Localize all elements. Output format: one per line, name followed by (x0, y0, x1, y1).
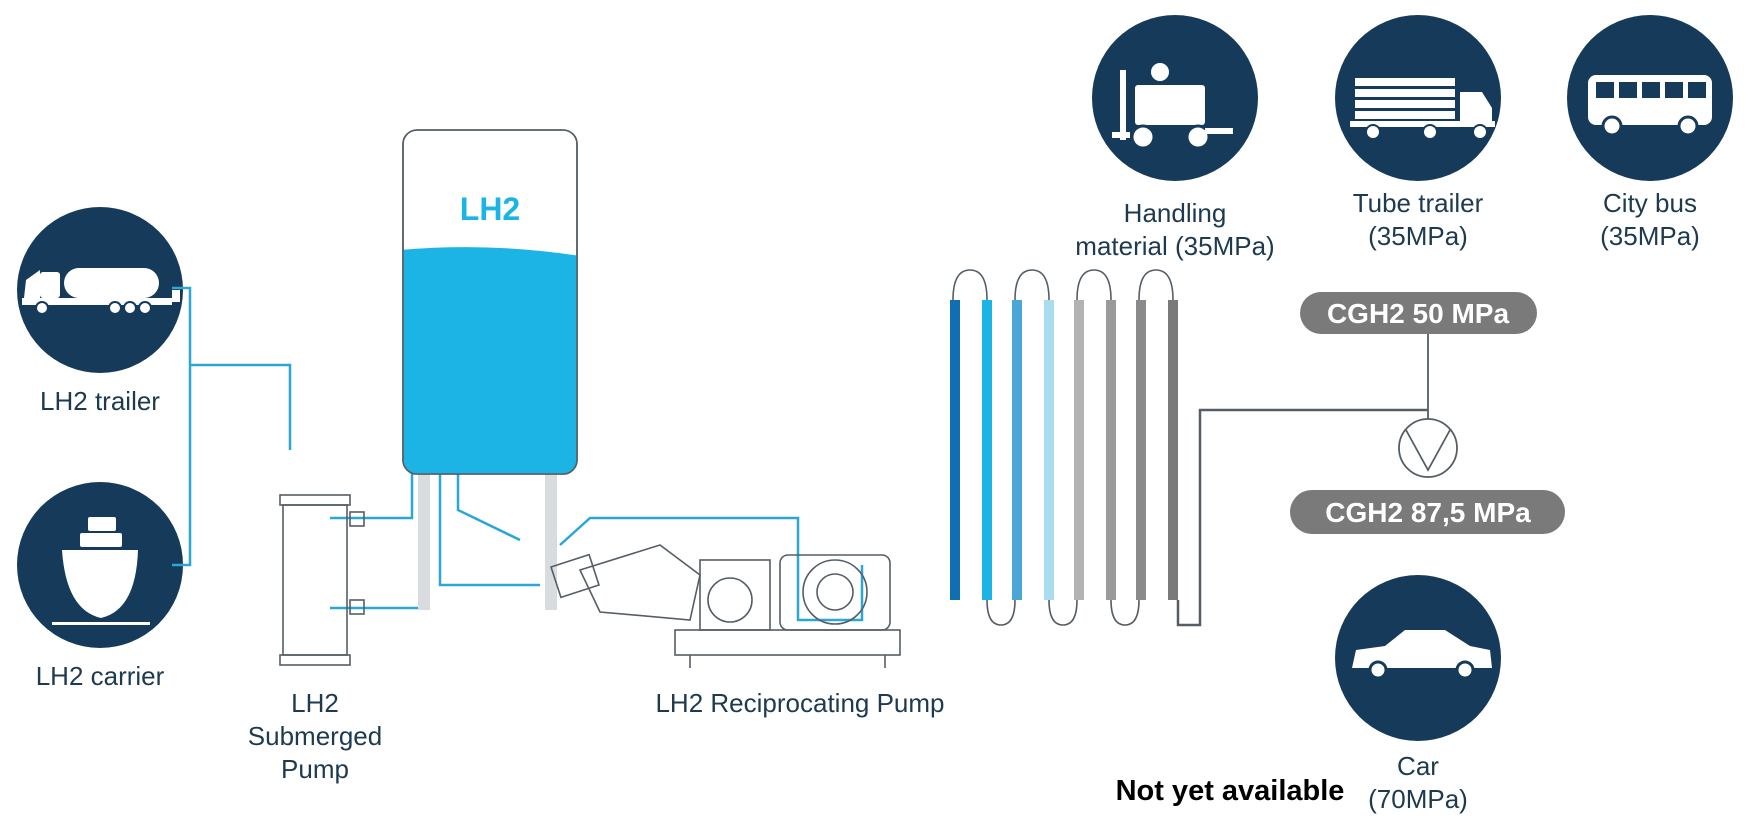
ship-icon (52, 517, 150, 625)
consumer-city-bus: City bus (35MPa) (1567, 15, 1733, 251)
tube-trailer-icon (1350, 78, 1495, 140)
consumer-tube-trailer: Tube trailer (35MPa) (1335, 15, 1501, 251)
tanker-truck-icon (22, 268, 180, 315)
lh2-carrier-source: LH2 carrier (17, 482, 183, 691)
not-yet-available-note: Not yet available (1116, 775, 1345, 807)
city-bus-label-line2: (35MPa) (1600, 221, 1700, 251)
pressure-stage-87-5: CGH2 87,5 MPa (1290, 490, 1565, 534)
tube-trailer-label-line1: Tube trailer (1353, 188, 1484, 218)
pressure-label-50: CGH2 50 MPa (1327, 298, 1509, 329)
tank-liquid-fill (403, 247, 577, 474)
car-icon (1352, 630, 1492, 680)
lh2-carrier-label: LH2 carrier (36, 661, 165, 691)
pressure-label-87-5: CGH2 87,5 MPa (1325, 497, 1531, 528)
consumer-handling-material: Handling material (35MPa) (1075, 15, 1275, 261)
tube-trailer-label-line2: (35MPa) (1368, 221, 1468, 251)
handling-material-label-line1: Handling (1124, 198, 1227, 228)
lh2-trailer-source: LH2 trailer (17, 207, 183, 416)
city-bus-label-line1: City bus (1603, 188, 1697, 218)
lh2-trailer-label: LH2 trailer (40, 386, 160, 416)
car-label-line2: (70MPa) (1368, 784, 1468, 814)
consumer-car: Car (70MPa) (1335, 575, 1501, 814)
lh2-reciprocating-pump: LH2 Reciprocating Pump (550, 544, 945, 718)
submerged-pump-label-line3: Pump (281, 754, 349, 784)
handling-material-label-line2: material (35MPa) (1075, 231, 1274, 261)
tube-trailer-circle (1335, 15, 1501, 181)
bus-icon (1588, 75, 1712, 137)
reciprocating-pump-label: LH2 Reciprocating Pump (655, 688, 944, 718)
submerged-pump-label-line1: LH2 (291, 688, 339, 718)
lh2-submerged-pump: LH2 Submerged Pump (248, 494, 382, 784)
forklift-icon (1112, 63, 1233, 150)
compressor-symbol (1398, 418, 1458, 478)
car-label-line1: Car (1397, 751, 1439, 781)
tank-label: LH2 (460, 191, 520, 227)
submerged-pump-label-line2: Submerged (248, 721, 382, 751)
pressure-stage-50: CGH2 50 MPa (1300, 292, 1537, 334)
lh2-storage-tank: LH2 (402, 129, 578, 610)
buffer-storage-cylinders (950, 269, 1428, 627)
